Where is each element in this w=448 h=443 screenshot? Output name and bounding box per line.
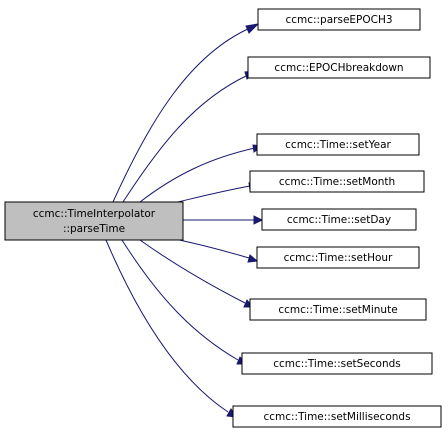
arrow-parseEPOCH3: [245, 23, 260, 34]
callee-node-setMilliseconds[interactable]: ccmc::Time::setMilliseconds: [232, 405, 442, 428]
edge-EPOCHbreakdown: [122, 74, 249, 203]
callee-node-setDay[interactable]: ccmc::Time::setDay: [261, 208, 417, 231]
edge-parseEPOCH3: [112, 27, 251, 203]
callee-node-label: ccmc::EPOCHbreakdown: [274, 62, 403, 74]
root-node-label-line1: ccmc::TimeInterpolator: [33, 208, 156, 220]
edge-setMinute: [139, 239, 246, 304]
root-node-box: [4, 201, 184, 241]
callee-node-label: ccmc::Time::setYear: [285, 139, 391, 151]
arrow-setDay: [253, 215, 264, 225]
callee-node-label: ccmc::Time::setMinute: [278, 304, 397, 316]
callee-nodes: ccmc::parseEPOCH3 ccmc::EPOCHbreakdown c…: [232, 8, 442, 428]
callee-node-label: ccmc::Time::setMonth: [279, 176, 395, 188]
callee-node-setYear[interactable]: ccmc::Time::setYear: [256, 133, 420, 156]
root-node-label-line2: ::parseTime: [63, 223, 125, 235]
callee-node-setMonth[interactable]: ccmc::Time::setMonth: [249, 170, 425, 193]
callee-node-label: ccmc::Time::setSeconds: [273, 358, 401, 370]
callee-node-parseEPOCH3[interactable]: ccmc::parseEPOCH3: [257, 8, 421, 31]
callee-node-label: ccmc::parseEPOCH3: [285, 14, 392, 26]
edge-setYear: [139, 147, 256, 203]
arrow-setHour: [247, 254, 259, 263]
root-node-parseTime[interactable]: ccmc::TimeInterpolator ::parseTime: [4, 201, 184, 241]
callee-node-EPOCHbreakdown[interactable]: ccmc::EPOCHbreakdown: [247, 56, 431, 79]
edge-setSeconds: [121, 239, 239, 361]
callee-node-setSeconds[interactable]: ccmc::Time::setSeconds: [241, 352, 433, 375]
callee-node-setHour[interactable]: ccmc::Time::setHour: [256, 246, 420, 269]
callee-node-label: ccmc::Time::setMilliseconds: [263, 411, 410, 423]
callee-node-label: ccmc::Time::setDay: [287, 214, 391, 226]
callee-node-setMinute[interactable]: ccmc::Time::setMinute: [249, 298, 427, 321]
edge-setMilliseconds: [105, 239, 229, 413]
callee-node-label: ccmc::Time::setHour: [284, 252, 393, 264]
